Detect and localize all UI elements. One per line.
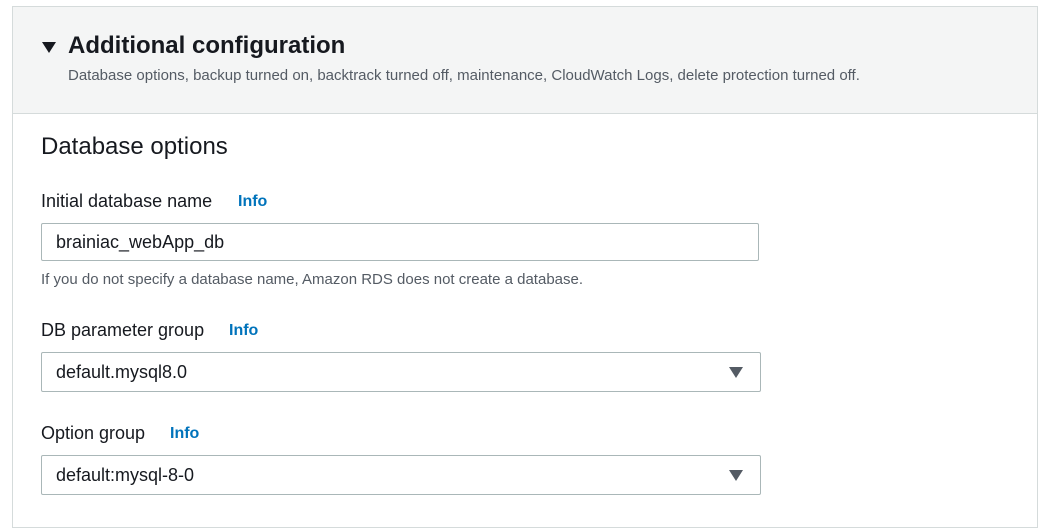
dropdown-arrow-icon [729,367,743,378]
dropdown-arrow-icon [729,470,743,481]
section-header-description: Database options, backup turned on, back… [68,67,860,84]
additional-configuration-panel: Additional configuration Database option… [12,6,1038,528]
caret-down-icon[interactable] [42,42,56,53]
option-group-label: Option group [41,423,146,443]
initial-database-name-hint: If you do not specify a database name, A… [41,271,584,288]
database-options-heading: Database options [41,133,228,160]
db-parameter-group-label: DB parameter group [41,320,205,340]
db-parameter-group-selected-value: default.mysql8.0 [56,362,188,382]
section-header-title[interactable]: Additional configuration [68,32,346,59]
expandable-section-header[interactable]: Additional configuration Database option… [13,7,1037,114]
initial-database-name-input[interactable] [41,223,759,261]
option-group-info-link[interactable]: Info [170,425,200,442]
option-group-selected-value: default:mysql-8-0 [56,465,195,485]
initial-database-name-label: Initial database name [41,191,213,211]
db-parameter-group-info-link[interactable]: Info [229,322,259,339]
initial-database-name-info-link[interactable]: Info [238,193,268,210]
db-parameter-group-select[interactable]: default.mysql8.0 [41,352,761,392]
option-group-select[interactable]: default:mysql-8-0 [41,455,761,495]
